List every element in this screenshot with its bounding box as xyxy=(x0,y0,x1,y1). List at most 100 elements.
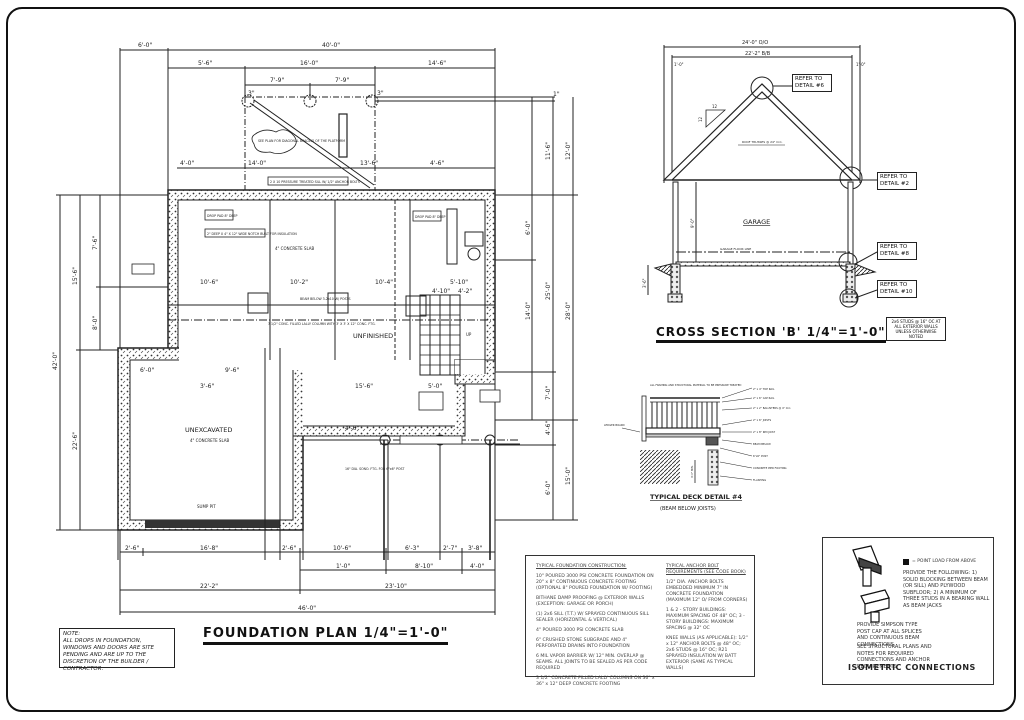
plan-callouts xyxy=(131,176,501,445)
svg-text:6'-0": 6'-0" xyxy=(140,367,154,374)
spec-notes-box: TYPICAL FOUNDATION CONSTRUCTION: 10" POU… xyxy=(525,555,755,687)
svg-text:2'-6": 2'-6" xyxy=(125,545,139,552)
svg-text:7'-9": 7'-9" xyxy=(270,77,284,84)
svg-text:14'-0": 14'-0" xyxy=(525,302,532,320)
svg-text:1'-0": 1'-0" xyxy=(336,563,350,570)
svg-text:BEAM BELOW 3-2x10 W/ POSTS: BEAM BELOW 3-2x10 W/ POSTS xyxy=(300,297,351,301)
isometric-drawings xyxy=(852,545,909,623)
cross-section-refs: REFER TO DETAIL #6 REFER TO DETAIL #2 RE… xyxy=(792,74,917,298)
svg-text:FLASHING: FLASHING xyxy=(753,478,766,482)
svg-text:DROP PAD 8" DEEP: DROP PAD 8" DEEP xyxy=(415,215,445,219)
svg-text:4'-6": 4'-6" xyxy=(545,421,552,435)
stud-note-box: 2x6 STUDS @ 16" OC AT ALL EXTERIOR WALLS… xyxy=(886,317,946,341)
svg-text:2'-7": 2'-7" xyxy=(443,545,457,552)
svg-text:13'-6": 13'-6" xyxy=(360,160,378,167)
svg-text:ROOF TRUSSES @ 24" O.C.: ROOF TRUSSES @ 24" O.C. xyxy=(742,140,783,144)
svg-text:15'-6": 15'-6" xyxy=(72,267,79,285)
svg-text:22'-6": 22'-6" xyxy=(72,432,79,450)
svg-text:4" CONCRETE SLAB: 4" CONCRETE SLAB xyxy=(275,246,315,251)
garage-label: GARAGE xyxy=(743,218,770,226)
svg-text:SEE PLAN FOR DIAGONAL BRACING: SEE PLAN FOR DIAGONAL BRACING OF THE PLA… xyxy=(258,139,345,143)
svg-text:10'-4": 10'-4" xyxy=(375,279,393,286)
svg-text:7'-6": 7'-6" xyxy=(92,236,99,250)
note-heading: NOTE: xyxy=(63,631,81,637)
svg-text:8'-10": 8'-10" xyxy=(415,563,433,570)
svg-text:10'-2": 10'-2" xyxy=(290,279,308,286)
see-plans-note: SEE STRUCTURAL PLANS AND NOTES FOR REQUI… xyxy=(857,644,932,670)
svg-text:4" CONCRETE SLAB: 4" CONCRETE SLAB xyxy=(190,438,230,443)
svg-text:14'-0": 14'-0" xyxy=(248,160,266,167)
plan-callout-text: DROP PAD 8" DEEP DROP PAD 8" DEEP 2" DEE… xyxy=(207,139,445,471)
svg-text:1'-0": 1'-0" xyxy=(674,62,684,67)
svg-text:3'-6": 3'-6" xyxy=(200,383,214,390)
foundation-plan xyxy=(56,48,578,615)
svg-text:2" x 2" BALUSTERS @ 4" O.C.: 2" x 2" BALUSTERS @ 4" O.C. xyxy=(753,406,791,410)
svg-text:6"x6" POST: 6"x6" POST xyxy=(753,454,768,458)
svg-text:12: 12 xyxy=(698,116,703,122)
svg-text:28'-0": 28'-0" xyxy=(565,302,572,320)
svg-text:23'-10": 23'-10" xyxy=(385,583,407,590)
svg-text:9'-6": 9'-6" xyxy=(225,367,239,374)
svg-text:4'-0": 4'-0" xyxy=(470,563,484,570)
svg-text:2 X 10 PRESSURE TREATED SILL W: 2 X 10 PRESSURE TREATED SILL W/ 1/2" ANC… xyxy=(270,180,360,184)
provide-following-note: PROVIDE THE FOLLOWING: 1) SOLID BLOCKING… xyxy=(903,570,990,609)
svg-text:2" x 6" CAP RAIL: 2" x 6" CAP RAIL xyxy=(753,396,775,400)
svg-text:1'-0": 1'-0" xyxy=(856,62,866,67)
svg-text:4'-10": 4'-10" xyxy=(432,288,450,295)
svg-text:46'-0": 46'-0" xyxy=(298,605,316,612)
svg-text:4'-6": 4'-6" xyxy=(430,160,444,167)
svg-text:12'-0": 12'-0" xyxy=(565,142,572,160)
svg-text:9'-0": 9'-0" xyxy=(690,218,695,228)
svg-text:15'-6": 15'-6" xyxy=(355,383,373,390)
svg-text:6'-3": 6'-3" xyxy=(405,545,419,552)
plan-vertical-labels: 42'-0" 15'-6" 22'-6" 7'-6" 8'-0" 11'-6" … xyxy=(52,142,572,495)
svg-text:15'-0": 15'-0" xyxy=(565,467,572,485)
foundation-plan-title: FOUNDATION PLAN 1/4"=1'-0" xyxy=(203,626,449,645)
svg-text:LEDGER BOARD: LEDGER BOARD xyxy=(604,423,625,427)
svg-text:10'-6": 10'-6" xyxy=(200,279,218,286)
svg-text:2" x 6" JOISTS: 2" x 6" JOISTS xyxy=(753,418,771,422)
svg-text:22'-2": 22'-2" xyxy=(200,583,218,590)
svg-text:10'-6": 10'-6" xyxy=(333,545,351,552)
svg-text:TYPICAL DECK DETAIL #4: TYPICAL DECK DETAIL #4 xyxy=(650,493,742,501)
svg-text:BEAM BELOW: BEAM BELOW xyxy=(753,442,771,446)
svg-text:3": 3" xyxy=(377,90,384,97)
svg-text:1": 1" xyxy=(553,91,560,98)
svg-text:4'-2": 4'-2" xyxy=(458,288,472,295)
refer-detail-10: REFER TO DETAIL #10 xyxy=(877,280,917,298)
svg-text:4'-6": 4'-6" xyxy=(345,425,359,432)
svg-text:4'-0": 4'-0" xyxy=(180,160,194,167)
isometric-connections-box: = POINT LOAD FROM ABOVE PROVIDE THE FOLL… xyxy=(822,537,994,685)
point-load-legend: = POINT LOAD FROM ABOVE xyxy=(912,559,977,564)
svg-text:4'-0" MIN.: 4'-0" MIN. xyxy=(690,465,694,478)
svg-text:DROP PAD 8" DEEP: DROP PAD 8" DEEP xyxy=(207,214,237,218)
foundation-note-box: NOTE: ALL DROPS IN FOUNDATION, WINDOWS A… xyxy=(59,628,175,672)
deck-detail xyxy=(621,387,753,486)
deck-detail-callouts: 2" x 4" TOP RAIL 2" x 6" CAP RAIL 2" x 2… xyxy=(604,383,791,482)
svg-text:3": 3" xyxy=(248,90,255,97)
svg-text:12: 12 xyxy=(712,104,718,109)
svg-text:5'-0": 5'-0" xyxy=(428,383,442,390)
svg-text:22'-2" B/B: 22'-2" B/B xyxy=(745,51,771,57)
svg-text:16'-8": 16'-8" xyxy=(200,545,218,552)
plan-dimension-labels: 6'-0" 40'-0" 5'-6" 16'-0" 14'-6" 7'-9" 7… xyxy=(125,42,560,612)
svg-text:8'-0": 8'-0" xyxy=(92,316,99,330)
svg-text:16" DIA. SONO. FTG. FOR 6"x6": 16" DIA. SONO. FTG. FOR 6"x6" POST xyxy=(345,467,405,471)
anchor-bolt-notes: TYPICAL ANCHOR BOLT REQUIREMENTS (SEE CO… xyxy=(666,564,748,671)
svg-text:24'-0" O/O: 24'-0" O/O xyxy=(742,40,768,46)
svg-text:25'-0": 25'-0" xyxy=(545,282,552,300)
svg-text:5'-10": 5'-10" xyxy=(450,279,468,286)
svg-text:2" x 4" TOP RAIL: 2" x 4" TOP RAIL xyxy=(753,387,775,391)
svg-text:GARAGE FLOOR LINE: GARAGE FLOOR LINE xyxy=(720,247,751,251)
foundation-construction-notes: TYPICAL FOUNDATION CONSTRUCTION: 10" POU… xyxy=(536,564,655,687)
cross-section-labels: 24'-0" O/O 22'-2" B/B 1'-0" 1'-0" GARAGE… xyxy=(642,40,866,288)
room-unexcavated: UNEXCAVATED xyxy=(185,426,232,434)
svg-text:3'-8": 3'-8" xyxy=(468,545,482,552)
svg-text:6'-0": 6'-0" xyxy=(545,481,552,495)
svg-text:CONCRETE PIER FOOTING: CONCRETE PIER FOOTING xyxy=(753,466,787,470)
svg-text:6'-0": 6'-0" xyxy=(138,42,152,49)
room-unfinished: UNFINISHED xyxy=(353,332,393,340)
isometric-title: ISOMETRIC CONNECTIONS xyxy=(848,663,976,672)
deck-detail-title: TYPICAL DECK DETAIL #4 (BEAM BELOW JOIST… xyxy=(650,493,742,512)
svg-text:2" x 8" RIM JOIST: 2" x 8" RIM JOIST xyxy=(753,430,776,434)
